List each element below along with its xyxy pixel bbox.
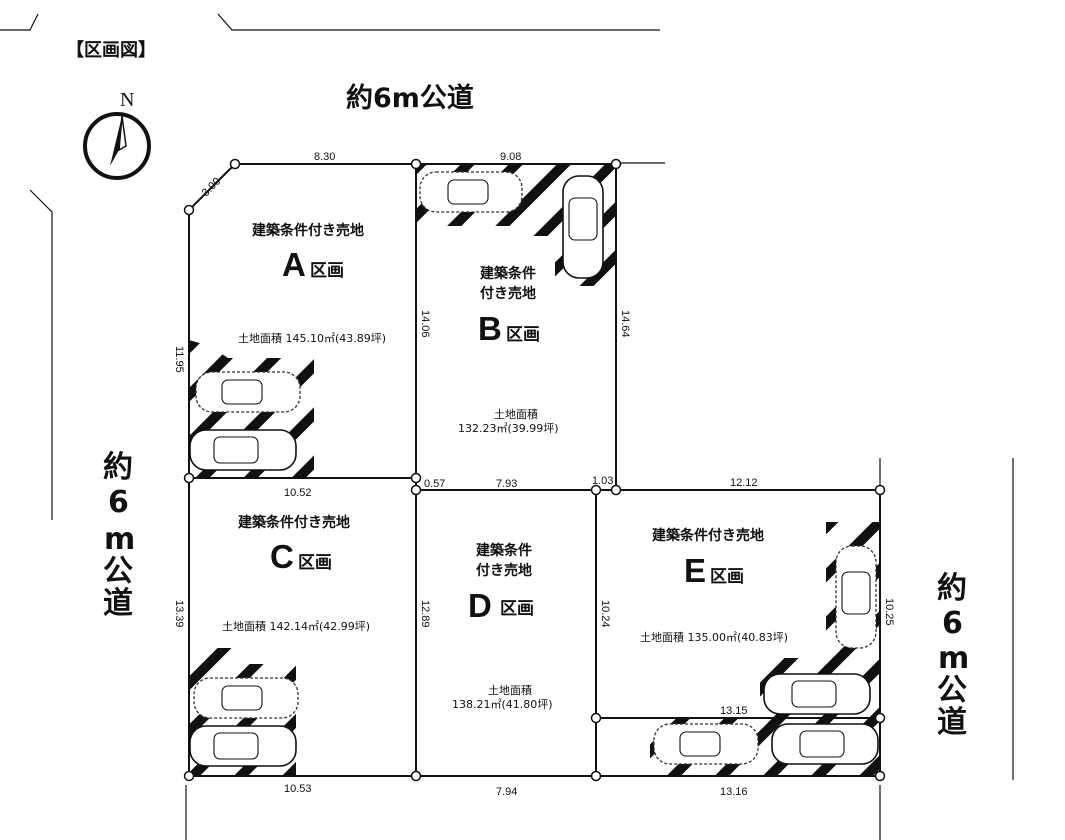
dim-a-top: 8.30 [314, 151, 335, 163]
dim-e-east: 10.25 [883, 598, 895, 626]
lot-b-area-label: 土地面積 [494, 407, 538, 421]
compass-label: N [120, 89, 134, 111]
lot-b-condition-1: 建築条件 [480, 265, 536, 282]
lot-c-ku: 区画 [298, 553, 332, 573]
lot-c-letter: C [270, 538, 294, 575]
svg-text:m: m [104, 522, 135, 557]
plan-title: 【区画図】 [66, 40, 156, 61]
dim-e-bottom: 13.16 [720, 786, 748, 798]
car-icon [189, 429, 297, 471]
dim-c-bottom: 10.53 [284, 783, 312, 795]
dim-c-west: 13.39 [173, 600, 185, 628]
dim-a-east: 14.06 [419, 310, 431, 338]
lot-a-area: 土地面積 145.10㎡(43.89坪) [238, 331, 386, 345]
lot-a: 建築条件付き売地 A 区画 土地面積 145.10㎡(43.89坪) [238, 222, 386, 345]
car-icon [835, 545, 877, 649]
lot-b-area-value: 132.23㎡(39.99坪) [458, 422, 559, 435]
lot-c: 建築条件付き売地 C 区画 土地面積 142.14㎡(42.99坪) [222, 514, 370, 633]
lot-c-area: 土地面積 142.14㎡(42.99坪) [222, 619, 370, 633]
lot-a-condition: 建築条件付き売地 [252, 222, 364, 239]
svg-text:6: 6 [942, 606, 963, 641]
car-icon [419, 171, 523, 213]
lot-c-condition: 建築条件付き売地 [238, 514, 350, 531]
car-icon [189, 725, 297, 767]
lot-b-ku: 区画 [506, 325, 540, 345]
dim-e-bottom-inner: 13.15 [720, 705, 748, 717]
dim-b-top: 9.08 [500, 151, 521, 163]
dim-d-east: 10.24 [599, 600, 611, 628]
lot-a-ku: 区画 [310, 261, 344, 281]
svg-text:約: 約 [103, 450, 133, 485]
lot-d-letter: D [468, 587, 492, 624]
svg-text:公: 公 [103, 554, 133, 589]
dim-d-bottom: 7.94 [496, 786, 517, 798]
cars [189, 171, 879, 767]
lot-e-letter: E [684, 552, 706, 589]
lot-b-letter: B [478, 310, 502, 347]
dim-b-east: 14.64 [619, 310, 631, 338]
svg-text:m: m [938, 641, 969, 676]
lot-e-area: 土地面積 135.00㎡(40.83坪) [640, 630, 788, 644]
road-label-east: 約 6 m 公 道 [937, 571, 969, 740]
lot-d: 建築条件 付き売地 D 区画 土地面積 138.21㎡(41.80坪) [452, 542, 553, 711]
dim-d-west: 12.89 [419, 600, 431, 628]
svg-text:道: 道 [103, 586, 133, 621]
lot-d-condition-1: 建築条件 [476, 542, 532, 559]
svg-text:約: 約 [937, 571, 967, 606]
lot-d-area-label: 土地面積 [488, 683, 532, 697]
dim-ab-offset: 0.57 [424, 478, 445, 490]
lot-b: 建築条件 付き売地 B 区画 土地面積 132.23㎡(39.99坪) [458, 265, 559, 435]
car-icon [195, 371, 301, 413]
dim-c-top: 10.52 [284, 487, 312, 499]
lot-e: 建築条件付き売地 E 区画 土地面積 135.00㎡(40.83坪) [640, 527, 788, 644]
road-label-west: 約 6 m 公 道 [103, 450, 135, 621]
north-arrow-icon [110, 116, 122, 166]
lot-e-condition: 建築条件付き売地 [652, 527, 764, 544]
road-label-north: 約6m公道 [346, 82, 474, 114]
svg-text:道: 道 [937, 705, 967, 740]
car-icon [763, 673, 871, 715]
lot-d-ku: 区画 [500, 599, 534, 619]
lot-e-ku: 区画 [710, 567, 744, 587]
car-icon [771, 723, 879, 765]
svg-text:公: 公 [937, 673, 967, 708]
dim-d-top: 7.93 [496, 478, 517, 490]
dim-e-top: 12.12 [730, 477, 758, 489]
north-compass: N [83, 89, 151, 180]
car-icon [193, 677, 299, 719]
svg-text:6: 6 [108, 485, 129, 520]
dim-a-west: 11.95 [173, 346, 185, 373]
survey-points [183, 158, 886, 782]
car-icon [562, 175, 604, 279]
dim-be-offset: 1.03 [592, 475, 613, 487]
dimension-labels: 3.00 8.30 9.08 11.95 14.06 14.64 10.52 0… [173, 151, 895, 798]
lot-d-area-value: 138.21㎡(41.80坪) [452, 698, 553, 711]
lot-a-letter: A [282, 246, 306, 283]
lot-d-condition-2: 付き売地 [476, 562, 532, 579]
lot-b-condition-2: 付き売地 [480, 285, 536, 302]
car-icon [653, 723, 759, 765]
